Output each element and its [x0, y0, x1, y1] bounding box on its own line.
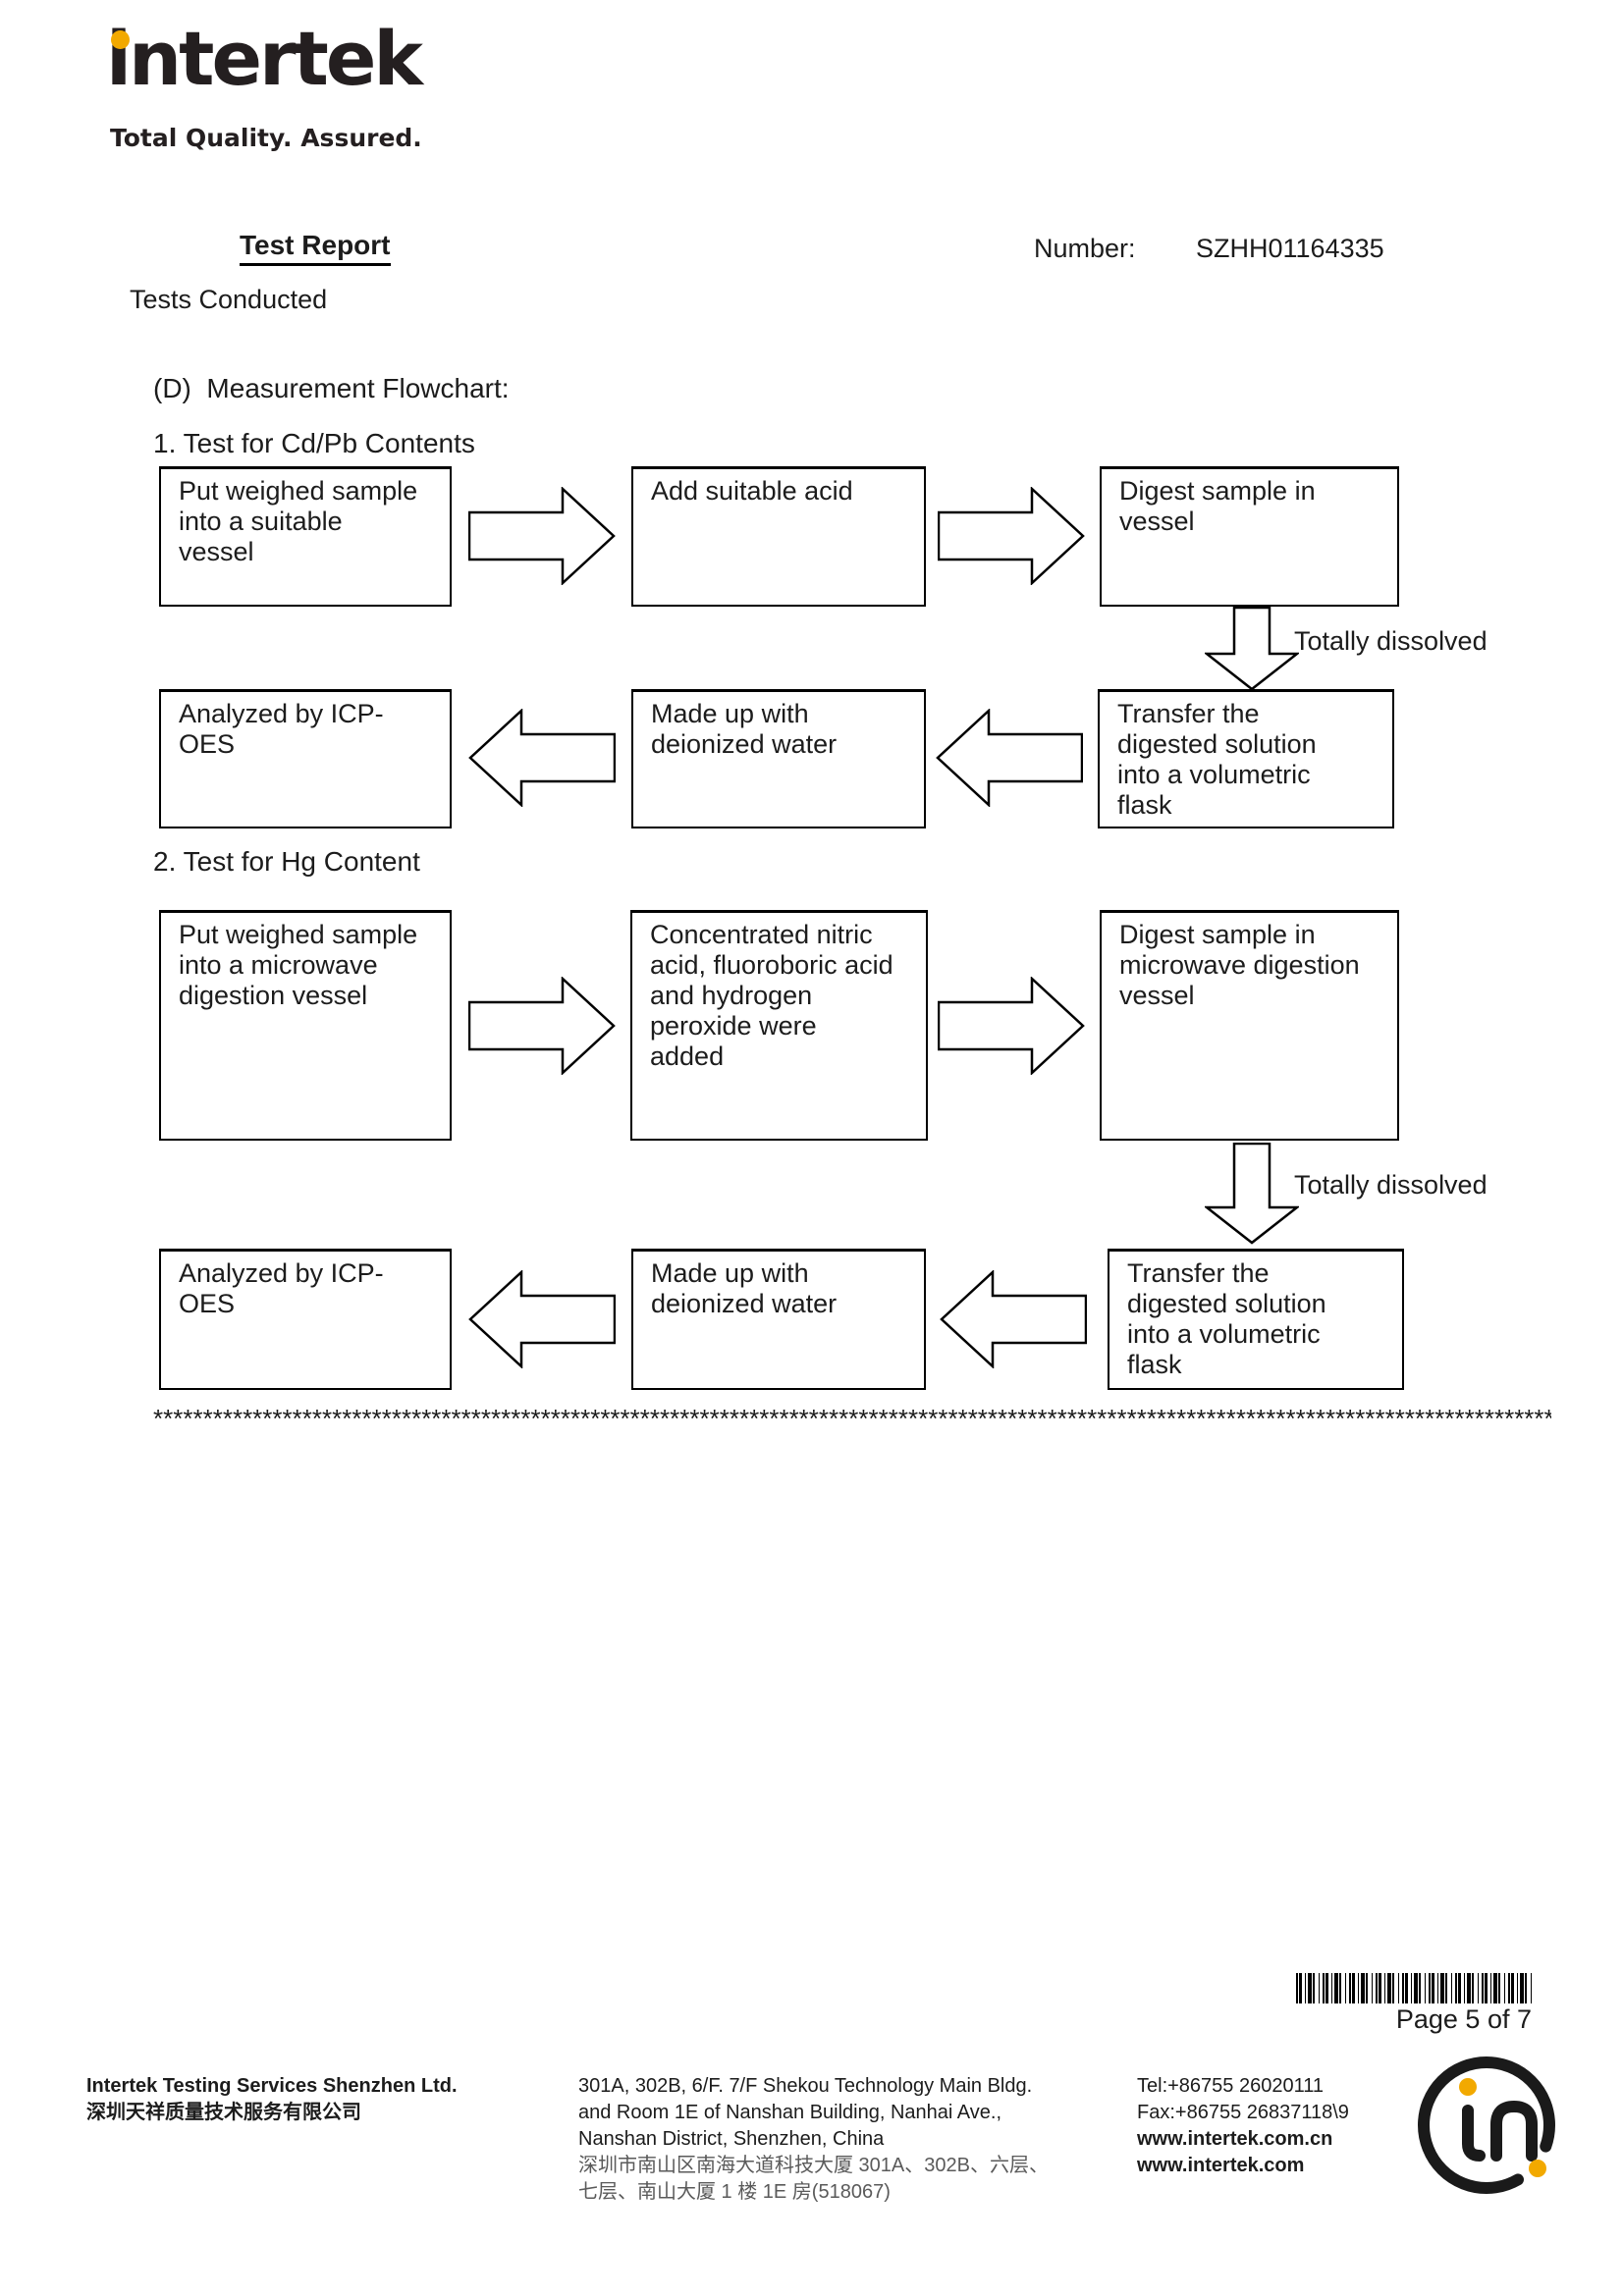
- footer-address-line: Nanshan District, Shenzhen, China: [578, 2128, 885, 2150]
- flow-arrow-left-icon: [940, 1270, 1087, 1368]
- footer-company-en: Intertek Testing Services Shenzhen Ltd.: [86, 2075, 458, 2097]
- footer-company-block: Intertek Testing Services Shenzhen Ltd. …: [86, 2073, 458, 2126]
- footer-contact-block: Tel:+86755 26020111 Fax:+86755 26837118\…: [1137, 2073, 1349, 2179]
- footer-company-cn: 深圳天祥质量技术服务有限公司: [86, 2102, 361, 2123]
- footer-address-line: 301A, 302B, 6/F. 7/F Shekou Technology M…: [578, 2075, 1033, 2097]
- flow-box-c1-digest: Digest sample in vessel: [1100, 466, 1399, 607]
- footer-web-cn: www.intertek.com.cn: [1137, 2128, 1333, 2150]
- footer-address-line: 深圳市南山区南海大道科技大厦 301A、302B、六层、: [578, 2155, 1049, 2176]
- footer-address-line: 七层、南山大厦 1 楼 1E 房(518067): [578, 2181, 891, 2203]
- intertek-logo: intertek: [106, 15, 423, 102]
- flow-arrow-right-icon: [468, 487, 616, 585]
- flow-box-c1-put-sample: Put weighed sample into a suitable vesse…: [159, 466, 452, 607]
- totally-dissolved-label: Totally dissolved: [1294, 1170, 1488, 1200]
- flow-arrow-left-icon: [468, 1270, 616, 1368]
- brand-wordmark: intertek: [106, 15, 423, 102]
- flow-box-c2-digest: Digest sample in microwave digestion ves…: [1100, 910, 1399, 1141]
- footer-web: www.intertek.com: [1137, 2155, 1305, 2176]
- flow-box-c2-acids-added: Concentrated nitric acid, fluoroboric ac…: [630, 910, 928, 1141]
- tests-conducted-label: Tests Conducted: [130, 285, 328, 314]
- flow-arrow-left-icon: [936, 709, 1083, 807]
- flow-arrow-right-icon: [938, 977, 1085, 1075]
- asterisk-separator: ****************************************…: [153, 1404, 1551, 1433]
- flowchart-heading: (D) Measurement Flowchart:: [153, 373, 510, 403]
- intertek-in-circle-logo-icon: [1418, 2056, 1555, 2194]
- flow-box-c2-analyzed: Analyzed by ICP- OES: [159, 1249, 452, 1390]
- flow-arrow-down-icon: [1205, 1143, 1299, 1245]
- footer-fax: Fax:+86755 26837118\9: [1137, 2102, 1349, 2123]
- number-value: SZHH01164335: [1196, 234, 1384, 263]
- logo-tagline: Total Quality. Assured.: [110, 124, 422, 152]
- flow-box-c1-add-acid: Add suitable acid: [631, 466, 926, 607]
- flow-box-c2-transfer: Transfer the digested solution into a vo…: [1108, 1249, 1404, 1390]
- barcode-icon: [1296, 1973, 1532, 2003]
- chart2-title: 2. Test for Hg Content: [153, 846, 420, 877]
- flow-arrow-left-icon: [468, 709, 616, 807]
- flow-box-c2-made-up: Made up with deionized water: [631, 1249, 926, 1390]
- footer-address-block: 301A, 302B, 6/F. 7/F Shekou Technology M…: [578, 2073, 1049, 2206]
- flow-arrow-right-icon: [938, 487, 1085, 585]
- footer-tel: Tel:+86755 26020111: [1137, 2075, 1324, 2097]
- flow-arrow-down-icon: [1205, 607, 1299, 691]
- flow-box-c2-put-sample: Put weighed sample into a microwave dige…: [159, 910, 452, 1141]
- chart1-title: 1. Test for Cd/Pb Contents: [153, 428, 475, 458]
- brand-yellow-dot-icon: [111, 30, 130, 49]
- footer-address-line: and Room 1E of Nanshan Building, Nanhai …: [578, 2102, 1002, 2123]
- page-number: Page 5 of 7: [1395, 2004, 1532, 2034]
- flow-arrow-right-icon: [468, 977, 616, 1075]
- flow-box-c1-made-up: Made up with deionized water: [631, 689, 926, 828]
- totally-dissolved-label: Totally dissolved: [1294, 626, 1488, 656]
- flow-box-c1-analyzed: Analyzed by ICP- OES: [159, 689, 452, 828]
- report-title: Test Report: [240, 230, 391, 266]
- number-label: Number:: [1034, 234, 1136, 263]
- report-title-wrap: Test Report: [240, 230, 391, 266]
- flow-box-c1-transfer: Transfer the digested solution into a vo…: [1098, 689, 1394, 828]
